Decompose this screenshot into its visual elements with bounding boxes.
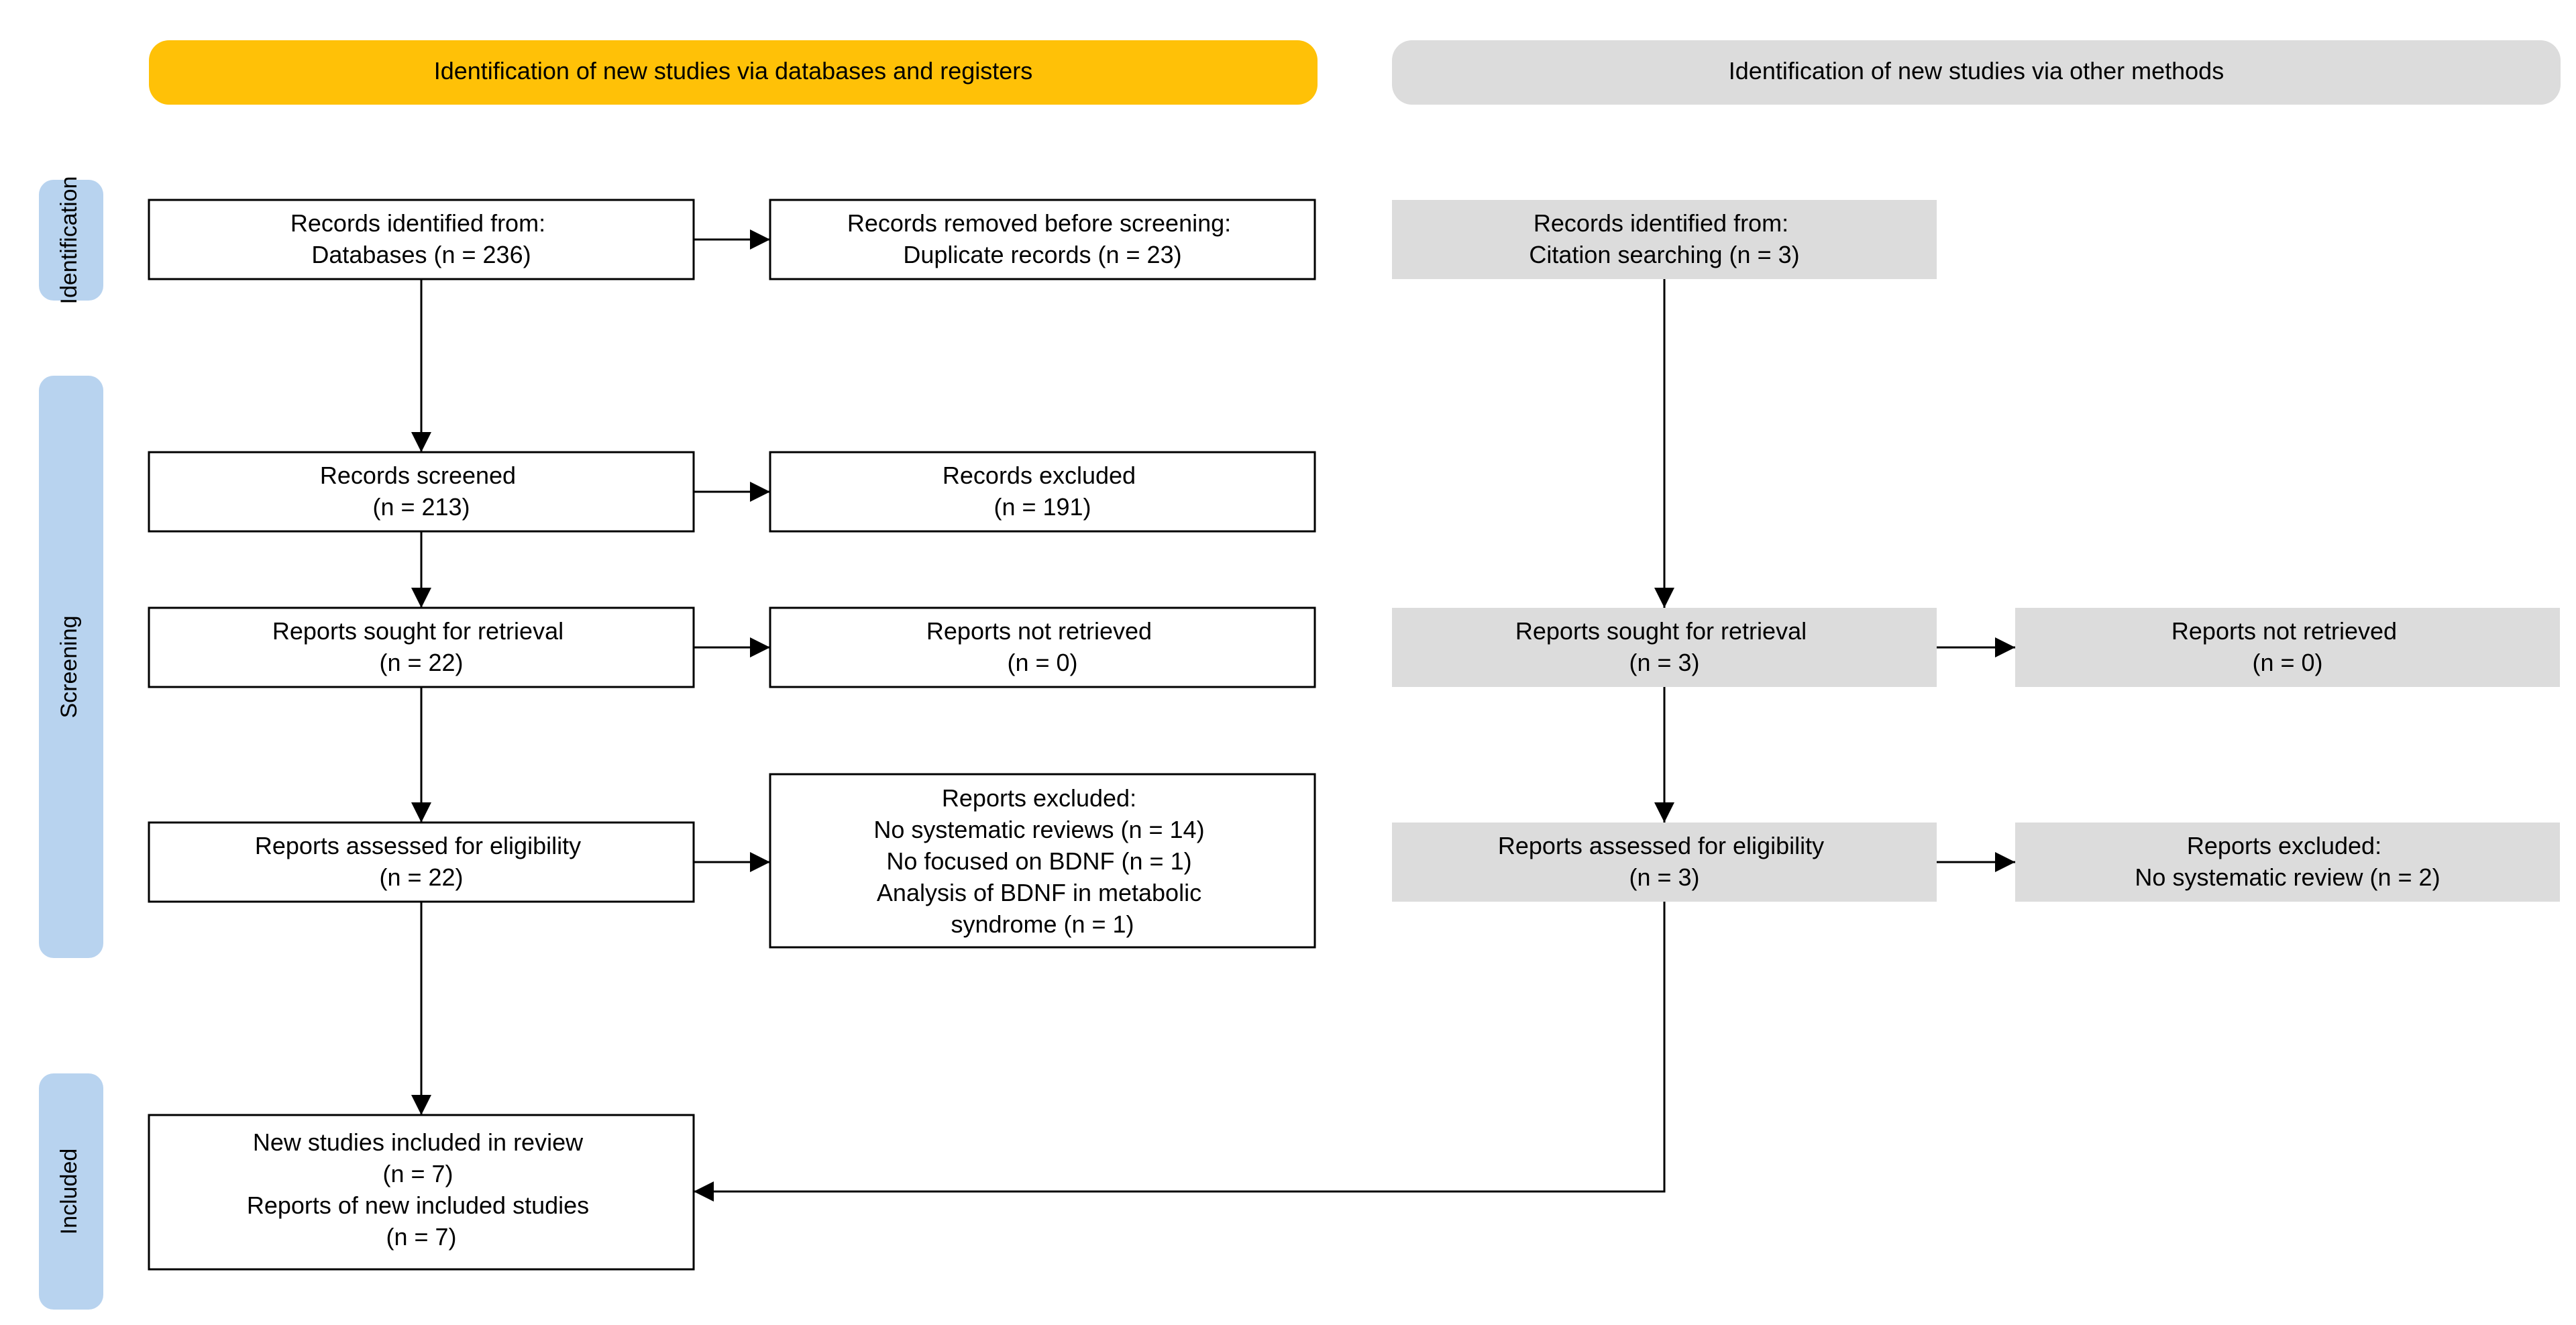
svg-text:Reports not retrieved (n: Reports not retrieved (n = 0)	[926, 617, 1159, 676]
box-line: (n = 22)	[379, 863, 463, 891]
box-db-assessed: Reports assessed for eligibility (n = 22…	[148, 821, 695, 903]
svg-text:Reports not retrieved (n: Reports not retrieved (n = 0)	[2171, 617, 2404, 676]
svg-text:Records removed before screeni: Records removed before screening: Duplic…	[847, 209, 1238, 268]
box-other-assessed: Reports assessed for eligibility (n = 3)	[1392, 823, 1937, 902]
box-line: Reports of new included studies	[247, 1191, 589, 1219]
phase-screening-label: Screening	[56, 615, 82, 718]
svg-text:Records screened (n = 21: Records screened (n = 213)	[320, 462, 523, 521]
svg-text:Records identified from:: Records identified from: Citation search…	[1529, 209, 1799, 268]
box-line: Reports excluded:	[942, 784, 1136, 812]
box-line: Reports sought for retrieval	[1515, 617, 1807, 645]
box-line: Reports not retrieved	[2171, 617, 2397, 645]
box-line: Reports not retrieved	[926, 617, 1152, 645]
svg-text:Records identified from:: Records identified from: Databases (n = …	[290, 209, 552, 268]
box-line: (n = 0)	[1007, 649, 1077, 676]
box-db-identified: Records identified from: Databases (n = …	[148, 199, 695, 280]
box-other-not-retrieved: Reports not retrieved (n = 0)	[2015, 608, 2560, 687]
phase-identification: Identification	[39, 176, 103, 305]
phase-screening: Screening	[39, 376, 103, 958]
svg-text:Reports excluded: No sys: Reports excluded: No systematic review (…	[2135, 832, 2440, 891]
phase-included-label: Included	[56, 1149, 82, 1235]
box-line: Citation searching (n = 3)	[1529, 241, 1799, 268]
box-other-excluded: Reports excluded: No systematic review (…	[2015, 823, 2560, 902]
box-line: (n = 213)	[372, 493, 470, 521]
header-other-label: Identification of new studies via other …	[1729, 57, 2224, 85]
box-line: Reports assessed for eligibility	[1498, 832, 1824, 859]
box-line: (n = 22)	[379, 649, 463, 676]
box-line: (n = 7)	[386, 1223, 456, 1251]
box-line: Records identified from:	[1534, 209, 1788, 237]
box-included: New studies included in review (n = 7) R…	[148, 1114, 695, 1271]
box-line: Reports excluded:	[2187, 832, 2381, 859]
phase-identification-label: Identification	[56, 176, 82, 305]
box-line: Databases (n = 236)	[311, 241, 531, 268]
box-db-reports-excluded: Reports excluded: No systematic reviews …	[769, 773, 1316, 949]
svg-text:Reports sought for retrieval: Reports sought for retrieval (n = 3)	[1515, 617, 1813, 676]
header-other-methods: Identification of new studies via other …	[1392, 40, 2561, 105]
box-line: (n = 3)	[1629, 649, 1699, 676]
box-line: Records identified from:	[290, 209, 545, 237]
svg-text:Reports assessed for eligibili: Reports assessed for eligibility (n = 22…	[255, 832, 588, 891]
box-line: (n = 3)	[1629, 863, 1699, 891]
connectors	[411, 229, 2015, 1202]
svg-text:Reports assessed for eligibili: Reports assessed for eligibility (n = 3)	[1498, 832, 1831, 891]
box-db-not-retrieved: Reports not retrieved (n = 0)	[769, 606, 1316, 688]
box-line: Reports sought for retrieval	[272, 617, 564, 645]
box-line: No focused on BDNF (n = 1)	[886, 847, 1191, 875]
header-databases: Identification of new studies via databa…	[149, 40, 1318, 105]
arrow-other-assessed-to-included	[694, 902, 1666, 1202]
box-line: Duplicate records (n = 23)	[903, 241, 1181, 268]
box-other-sought: Reports sought for retrieval (n = 3)	[1392, 608, 1937, 687]
header-databases-label: Identification of new studies via databa…	[434, 57, 1033, 85]
box-line: (n = 191)	[994, 493, 1091, 521]
box-db-screened: Records screened (n = 213)	[148, 451, 695, 533]
box-db-removed: Records removed before screening: Duplic…	[769, 199, 1316, 280]
box-db-sought: Reports sought for retrieval (n = 22)	[148, 606, 695, 688]
box-line: New studies included in review	[253, 1128, 584, 1156]
svg-text:Reports excluded: No sys: Reports excluded: No systematic reviews …	[873, 784, 1211, 938]
box-line: Records screened	[320, 462, 516, 489]
svg-text:Reports sought for retrieval: Reports sought for retrieval (n = 22)	[272, 617, 570, 676]
box-line: (n = 0)	[2252, 649, 2322, 676]
box-line: (n = 7)	[382, 1160, 453, 1187]
svg-text:Records excluded (n = 19: Records excluded (n = 191)	[943, 462, 1142, 521]
box-line: Records excluded	[943, 462, 1136, 489]
box-db-excluded: Records excluded (n = 191)	[769, 451, 1316, 533]
box-line: Reports assessed for eligibility	[255, 832, 581, 859]
box-other-identified: Records identified from: Citation search…	[1392, 200, 1937, 279]
box-line: syndrome (n = 1)	[951, 910, 1134, 938]
box-line: No systematic review (n = 2)	[2135, 863, 2440, 891]
svg-text:New studies included in review: New studies included in review (n = 7) R…	[247, 1128, 596, 1251]
phase-included: Included	[39, 1073, 103, 1310]
box-line: Records removed before screening:	[847, 209, 1231, 237]
box-line: Analysis of BDNF in metabolic	[877, 879, 1201, 906]
box-line: No systematic reviews (n = 14)	[873, 816, 1204, 843]
